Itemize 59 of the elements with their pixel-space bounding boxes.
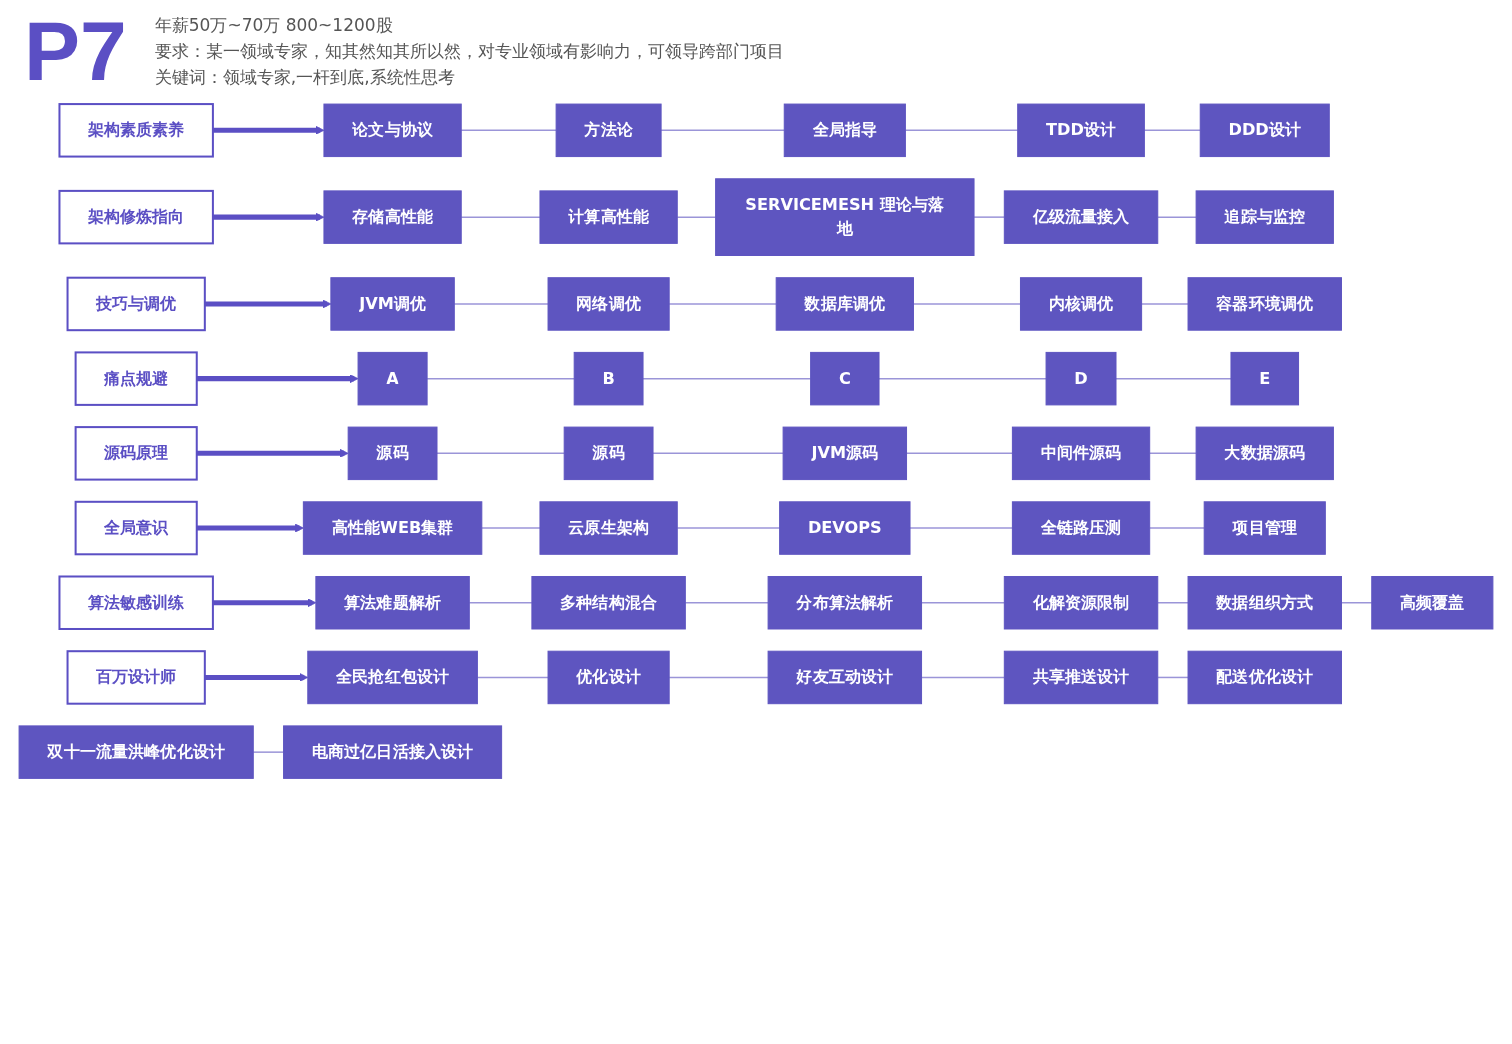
node-box: 架构修炼指向: [58, 189, 214, 245]
node-box: 电商过亿日活接入设计: [283, 725, 503, 779]
node-box: 优化设计: [547, 650, 670, 705]
arrow: [196, 374, 359, 384]
node-box: 追踪与监控: [1195, 190, 1334, 244]
node-box: 论文与协议: [323, 103, 462, 158]
node-box: 共享推送设计: [1003, 650, 1159, 705]
node-box: 存储高性能: [323, 190, 462, 244]
node-box: 源码原理: [74, 426, 198, 481]
header-note: 年薪50万~70万 800~1200股: [154, 14, 394, 37]
node-box: 数据组织方式: [1187, 576, 1342, 630]
node-box: 计算高性能: [539, 190, 678, 244]
node-box: 内核调优: [1019, 277, 1143, 331]
node-box: DDD设计: [1199, 103, 1330, 158]
node-box: DEVOPS: [779, 501, 911, 555]
title: P7: [24, 9, 127, 93]
node-box: 源码: [563, 426, 654, 481]
node-box: 配送优化设计: [1187, 650, 1342, 705]
node-box: 百万设计师: [66, 650, 206, 705]
node-box: C: [810, 351, 880, 406]
node-box: E: [1230, 351, 1300, 406]
node-box: 全民抢红包设计: [307, 650, 478, 705]
node-box: 大数据源码: [1195, 426, 1334, 481]
node-box: D: [1045, 351, 1117, 406]
node-box: 高频覆盖: [1371, 576, 1494, 630]
node-box: 双十一流量洪峰优化设计: [18, 725, 254, 779]
node-box: 架构素质素养: [58, 103, 214, 158]
connector: [1157, 676, 1189, 679]
node-box: 高性能WEB集群: [302, 501, 483, 555]
node-box: 全局指导: [783, 103, 906, 158]
node-box: TDD设计: [1017, 103, 1145, 158]
node-box: A: [357, 351, 428, 406]
node-box: 云原生架构: [539, 501, 678, 555]
node-box: 数据库调优: [775, 277, 914, 331]
node-box: 项目管理: [1203, 501, 1326, 555]
node-box: 源码: [347, 426, 438, 481]
arrow: [196, 448, 349, 458]
node-box: 容器环境调优: [1187, 277, 1342, 331]
node-box: 全链路压测: [1011, 501, 1151, 555]
node-box: 化解资源限制: [1003, 576, 1159, 630]
node-box: 算法敏感训练: [58, 575, 214, 630]
arrow: [196, 523, 304, 533]
node-box: SERVICEMESH 理论与落地: [715, 178, 975, 256]
node-box: 技巧与调优: [66, 276, 206, 332]
node-box: 痛点规避: [74, 351, 198, 406]
connector: [1157, 216, 1197, 218]
node-box: B: [573, 351, 644, 406]
header-note: 要求：某一领域专家，知其然知其所以然，对专业领域有影响力，可领导跨部门项目: [154, 40, 784, 63]
node-box: 全局意识: [74, 500, 198, 556]
node-box: 好友互动设计: [767, 650, 923, 705]
node-box: 方法论: [555, 103, 662, 158]
header-note: 关键词：领域专家,一杆到底,系统性思考: [154, 66, 456, 89]
node-box: 亿级流量接入: [1003, 190, 1159, 244]
node-box: 分布算法解析: [767, 576, 923, 630]
node-box: 多种结构混合: [531, 576, 686, 630]
node-box: 中间件源码: [1011, 426, 1151, 481]
node-box: 算法难题解析: [315, 576, 470, 630]
connector: [1157, 602, 1189, 604]
node-box: 网络调优: [547, 277, 670, 331]
